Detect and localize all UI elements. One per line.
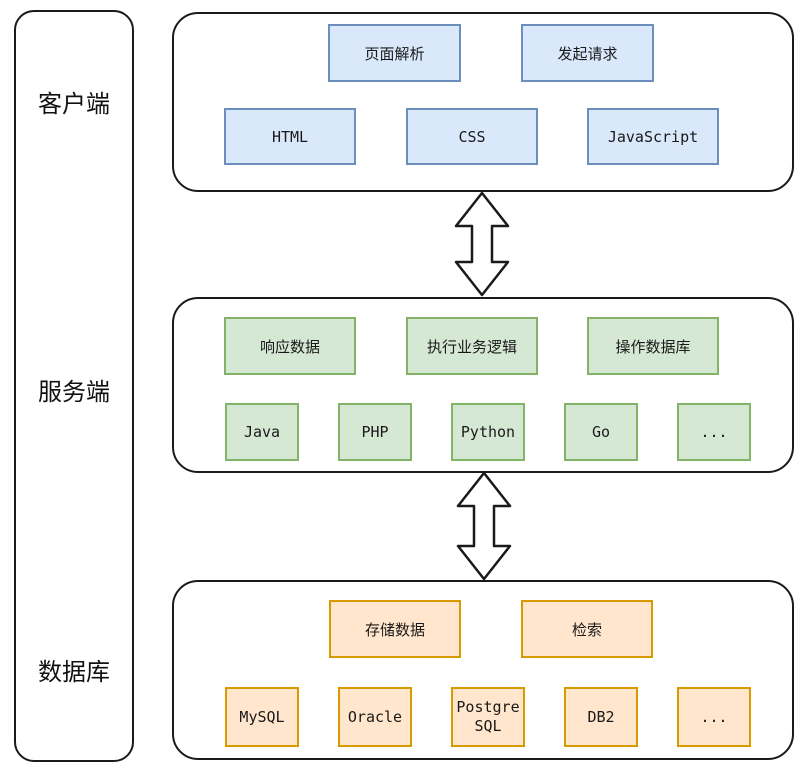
- server-tech-python: Python: [451, 403, 525, 461]
- database-tech-postgresql: Postgre SQL: [451, 687, 525, 747]
- server-tier-label: 服务端: [38, 378, 110, 406]
- database-tech-db2: DB2: [564, 687, 638, 747]
- client-function-send-request: 发起请求: [521, 24, 654, 82]
- server-function-respond-data: 响应数据: [224, 317, 356, 375]
- server-tech-php: PHP: [338, 403, 412, 461]
- tier-label-rail: [14, 10, 134, 762]
- server-function-business-logic: 执行业务逻辑: [406, 317, 538, 375]
- client-tech-css: CSS: [406, 108, 538, 165]
- database-tech-more: ...: [677, 687, 751, 747]
- server-function-operate-database: 操作数据库: [587, 317, 719, 375]
- client-tech-javascript: JavaScript: [587, 108, 719, 165]
- database-function-store-data: 存储数据: [329, 600, 461, 658]
- database-tier-panel: [172, 580, 794, 760]
- server-tech-java: Java: [225, 403, 299, 461]
- client-tier-label: 客户端: [38, 90, 110, 118]
- client-function-page-parse: 页面解析: [328, 24, 461, 82]
- database-tier-label: 数据库: [38, 658, 110, 686]
- client-tier-panel: [172, 12, 794, 192]
- server-tech-go: Go: [564, 403, 638, 461]
- server-tech-more: ...: [677, 403, 751, 461]
- database-tech-oracle: Oracle: [338, 687, 412, 747]
- database-function-retrieve: 检索: [521, 600, 653, 658]
- client-tech-html: HTML: [224, 108, 356, 165]
- client-server-double-arrow: [454, 191, 510, 297]
- server-tier-panel: [172, 297, 794, 473]
- database-tech-mysql: MySQL: [225, 687, 299, 747]
- server-database-double-arrow: [456, 471, 512, 581]
